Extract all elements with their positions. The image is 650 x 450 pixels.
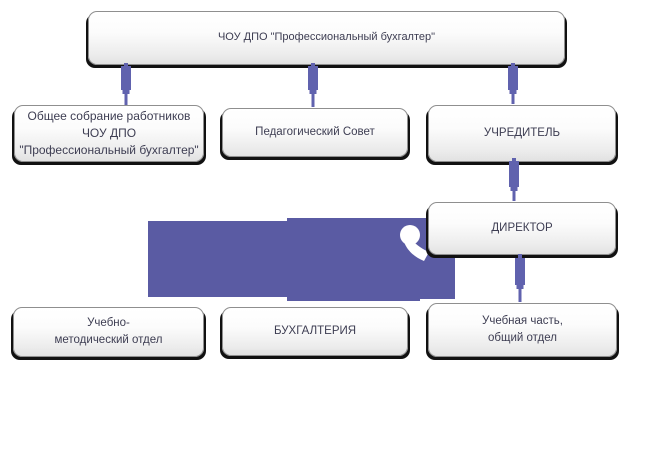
connector-director-to-edu-unit xyxy=(515,254,525,302)
node-edu-method-dept: Учебно- методический отдел xyxy=(13,307,204,357)
node-pedagogical-council-label: Педагогический Совет xyxy=(255,126,375,139)
node-general-assembly-line: ЧОУ ДПО xyxy=(81,125,137,140)
overlay-notch-tail xyxy=(404,238,429,261)
connector-root-to-ped-council xyxy=(308,63,318,107)
node-general-assembly-line: Общее собрание работников xyxy=(27,108,191,123)
node-edu-unit-line: Учебная часть, xyxy=(482,315,563,328)
node-general-assembly-line: "Профессиональный бухгалтер" xyxy=(19,143,199,158)
node-root-label: ЧОУ ДПО "Профессиональный бухгалтер" xyxy=(217,31,436,44)
node-root: ЧОУ ДПО "Профессиональный бухгалтер" xyxy=(88,11,565,65)
node-director-label: ДИРЕКТОР xyxy=(491,222,553,235)
node-pedagogical-council: Педагогический Совет xyxy=(222,108,408,157)
node-edu-method-dept-line: методический отдел xyxy=(54,334,163,346)
node-founder-label: УЧРЕДИТЕЛЬ xyxy=(483,127,561,140)
overlay-notch-icon xyxy=(400,225,420,245)
node-edu-unit: Учебная часть, общий отдел xyxy=(428,303,617,357)
node-director: ДИРЕКТОР xyxy=(428,202,616,255)
node-accounting: БУХГАЛТЕРИЯ xyxy=(222,307,408,356)
connector-founder-to-director xyxy=(509,158,519,201)
node-accounting-label: БУХГАЛТЕРИЯ xyxy=(273,325,357,338)
node-general-assembly: Общее собрание работников ЧОУ ДПО "Профе… xyxy=(14,105,204,162)
purple-overlay-shape xyxy=(148,218,455,301)
connector-root-to-founder xyxy=(508,63,518,104)
node-founder: УЧРЕДИТЕЛЬ xyxy=(428,105,616,162)
node-edu-method-dept-line: Учебно- xyxy=(87,317,130,330)
node-edu-unit-line: общий отдел xyxy=(488,332,557,344)
connector-root-to-assembly xyxy=(121,63,131,105)
